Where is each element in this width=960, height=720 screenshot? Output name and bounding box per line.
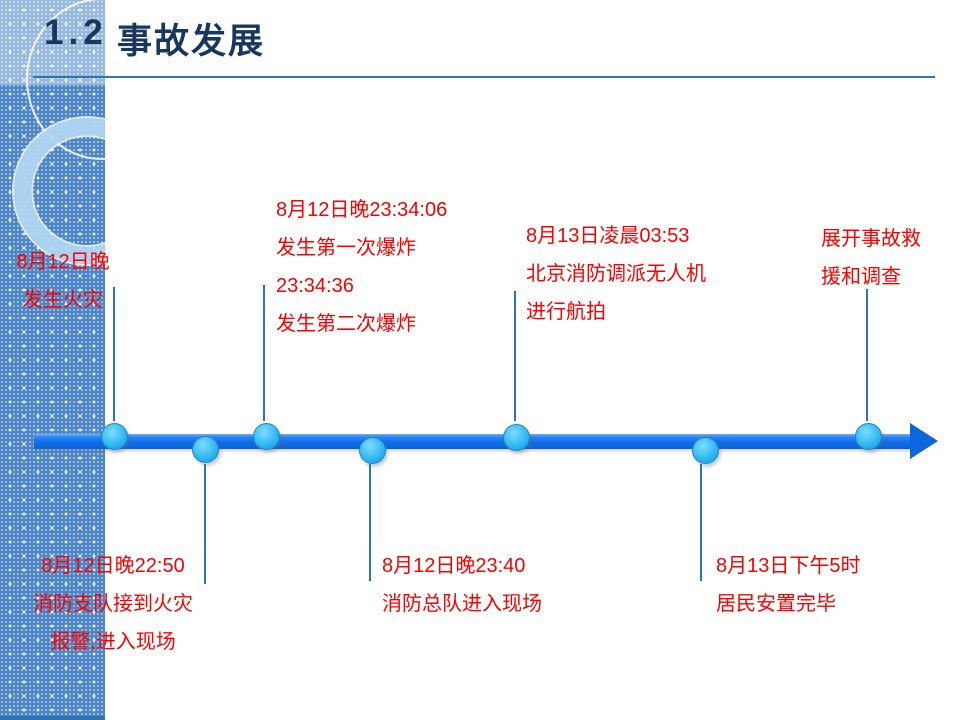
event-connector-fire-corps-arrive	[369, 464, 371, 581]
event-label-line: 进行航拍	[526, 301, 606, 323]
section-number: 1.2	[44, 13, 108, 52]
event-label-line: 消防总队进入现场	[382, 593, 542, 615]
title-underline	[33, 76, 935, 78]
event-connector-fire-start	[113, 287, 115, 421]
event-label-fire-corps-arrive: 8月12日晚23:40 消防总队进入现场	[382, 547, 582, 623]
event-connector-residents-settled	[700, 464, 702, 581]
event-dot-explosions	[252, 422, 280, 450]
page-title: 事故发展	[117, 22, 266, 61]
event-label-explosions: 8月12日晚23:34:06 发生第一次爆炸 23:34:36 发生第二次爆炸	[276, 191, 486, 343]
event-label-line: 发生第一次爆炸	[276, 237, 416, 259]
event-label-alarm-received: 8月12日晚22:50 消防支队接到火灾报警,进入现场	[17, 547, 209, 661]
event-connector-rescue-investigation	[866, 289, 868, 421]
event-label-line: 发生火灾	[23, 289, 103, 311]
timeline-arrowhead-icon	[910, 423, 938, 459]
event-label-line: 8月13日凌晨03:53	[526, 225, 690, 247]
event-label-line: 8月12日晚23:40	[382, 555, 526, 577]
event-label-line: 8月12日晚	[16, 251, 110, 273]
sidebar-bottom-strip	[0, 716, 105, 720]
event-dot-drone-aerial	[502, 423, 530, 451]
event-dot-alarm-received	[191, 435, 219, 463]
event-connector-drone-aerial	[514, 291, 516, 421]
event-label-line: 消防支队接到火灾	[33, 593, 193, 615]
event-label-line: 8月13日下午5时	[716, 555, 861, 577]
event-label-line: 北京消防调派无人机	[526, 263, 706, 285]
event-label-line: 23:34:36	[276, 275, 354, 297]
event-label-line: 8月12日晚22:50	[41, 555, 185, 577]
event-connector-alarm-received	[204, 464, 206, 584]
event-label-line: 援和调查	[821, 266, 901, 288]
event-label-line: 展开事故救	[821, 228, 921, 250]
event-dot-fire-corps-arrive	[358, 436, 386, 464]
event-dot-rescue-investigation	[854, 422, 882, 450]
event-label-line: 报警,进入现场	[50, 631, 176, 653]
event-label-residents-settled: 8月13日下午5时居民安置完毕	[716, 547, 901, 623]
event-connector-explosions	[263, 285, 265, 421]
event-label-drone-aerial: 8月13日凌晨03:53 北京消防调派无人机进行航拍	[526, 217, 741, 331]
event-label-rescue-investigation: 展开事故救援和调查	[821, 220, 946, 296]
event-label-line: 发生第二次爆炸	[276, 313, 416, 335]
event-label-line: 8月12日晚23:34:06	[276, 199, 448, 221]
sidebar-decoration	[0, 0, 105, 720]
event-label-line: 居民安置完毕	[716, 593, 836, 615]
event-dot-fire-start	[100, 422, 128, 450]
timeline-bar	[34, 434, 914, 449]
event-label-fire-start: 8月12日晚发生火灾	[6, 243, 120, 319]
event-dot-residents-settled	[691, 436, 719, 464]
